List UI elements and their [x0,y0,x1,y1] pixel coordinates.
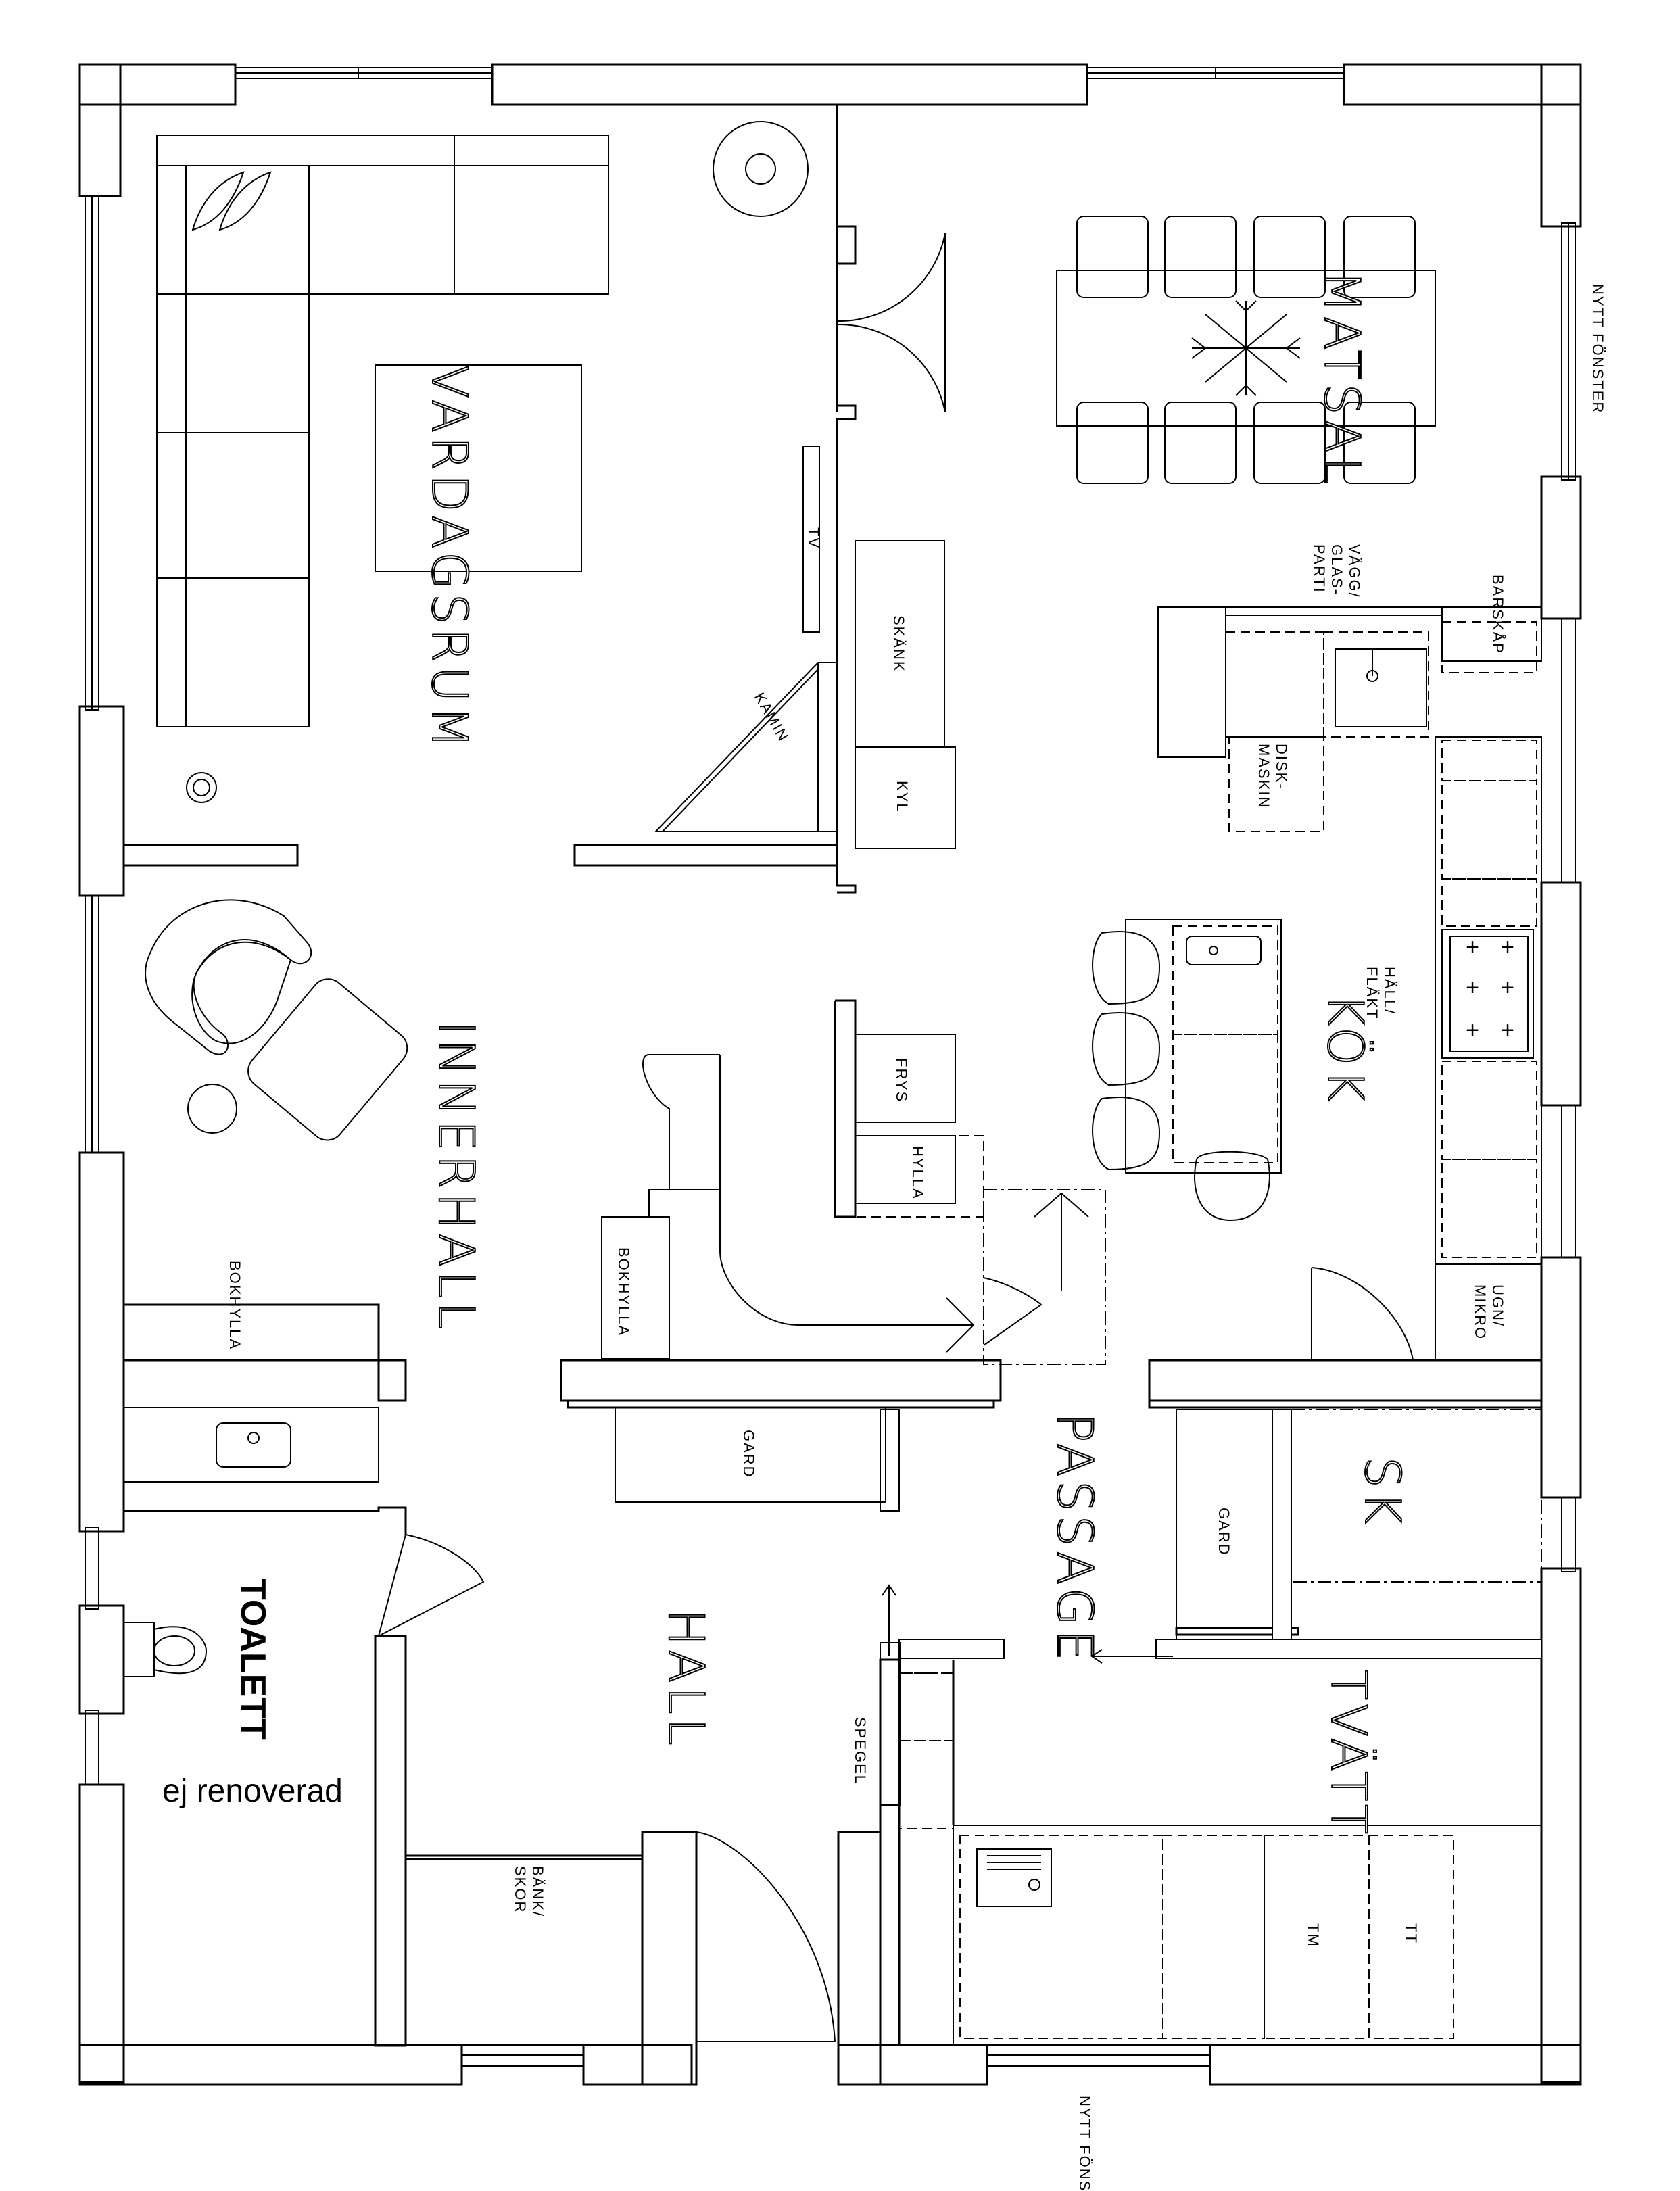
tv [802,446,820,633]
bookshelf-left [123,1304,379,1361]
label-sk: SK [1354,1457,1411,1528]
label-fixtures-bokhylla-left: BOKHYLLA [226,1261,243,1350]
door-kok [1311,1267,1414,1361]
interior-walls [124,105,1543,2047]
label-label: + [1466,1017,1479,1043]
label-fixtures-vagg-glasparti-2: PARTI [1311,544,1328,594]
door-toalett [378,1534,485,1637]
label-fixtures-diskmaskin-1: MASKIN [1255,744,1272,809]
note-nytt-fonster-right: NYTT FÖNSTER [1589,284,1606,414]
stair-core [601,1034,1106,1365]
label-fixtures-diskmaskin-0: DISK- [1273,744,1290,790]
direction-arrows [882,1584,1173,1664]
label-fixtures-barskap: BARSKÅP [1489,575,1506,654]
label-matsal: MATSAL [1314,270,1370,488]
armchair [145,899,312,1055]
label-label: + [1501,975,1514,1001]
bench-shoes [405,1858,643,2046]
toalett-note: ej renoverad [162,1773,343,1809]
wardrobe-right [1176,1409,1273,1640]
label-fixtures-frys: FRYS [893,1058,910,1103]
label-fixtures-kyl: KYL [894,781,911,813]
label-fixtures-tm: TM [1305,1923,1322,1948]
side-table [187,1084,237,1134]
floor-lamp [713,121,809,217]
label-fixtures-gard-center: GARD [740,1430,757,1478]
label-fixtures-ugn-mikro-1: MIKRO [1472,1284,1489,1340]
label-hall: HALL [658,1609,715,1750]
label-fixtures-ugn-mikro-0: UGN/ [1489,1284,1506,1327]
label-fixtures-skank: SKÄNK [890,615,907,673]
label-fixtures-hall-flakt-1: FLÄKT [1364,967,1381,1019]
label-fixtures-bokhylla-center: BOKHYLLA [615,1247,632,1337]
hob-burners: + + + + + + [1466,934,1514,1043]
label-fixtures-tt: TT [1403,1923,1420,1944]
label-fixtures-hylla: HYLLA [909,1146,926,1200]
coffee-table [375,364,582,572]
label-fixtures-bank-skor-0: BÄNK/ [529,1866,546,1917]
dining-table [1056,216,1436,484]
counter-toalett [123,1407,379,1483]
fireplace [654,662,838,832]
label-fixtures-kamin: KAMIN [751,690,792,745]
door-entrance [696,1831,836,2042]
plant-pot [186,772,217,803]
label-fixtures-gard-right: GARD [1216,1508,1232,1556]
laundry [898,1672,1542,2046]
label-fixtures-tv: TV [805,527,822,549]
label-fixtures-vagg-glasparti-0: VÄGG/ [1346,544,1363,598]
kitchen-counters: + + + + + + [1092,606,1542,1361]
label-label: + [1501,934,1514,960]
sofa [156,135,609,727]
label-innerhall: INNERHALL [428,1021,485,1333]
mirror [880,1642,901,1806]
double-door-matsal [836,226,946,413]
toilet [123,1622,208,1677]
label-fixtures-hall-flakt-0: HÄLL/ [1381,967,1398,1015]
wardrobe-center [615,1407,886,1503]
label-vardagsrum: VARDAGSRUM [421,365,478,752]
label-label: + [1466,975,1479,1001]
label-passage: PASSAGE [1047,1413,1103,1664]
sk-closet [1291,1409,1542,1583]
label-toalett: TOALETT [233,1579,272,1740]
sink-toalett [216,1422,291,1468]
label-label: + [1466,934,1479,960]
fixture-labels: TV SKÄNK KAMIN KYL VÄGG/ GLAS- PARTI BAR… [226,527,1506,1948]
ottoman [247,978,408,1141]
fridge [855,746,956,849]
label-tvatt: TVÄTT [1320,1670,1377,1838]
label-fixtures-vagg-glasparti-1: GLAS- [1328,544,1345,596]
label-fixtures-spegel: SPEGEL [852,1717,869,1785]
room-labels: VARDAGSRUM MATSAL INNERHALL KÖK PASSAGE … [421,270,1412,1839]
note-nytt-fonster-bottom: NYTT FÖNSTER [1076,2096,1093,2191]
label-kok: KÖK [1317,994,1374,1105]
label-fixtures-bank-skor-1: SKOR [512,1866,529,1913]
label-label: + [1501,1017,1514,1043]
